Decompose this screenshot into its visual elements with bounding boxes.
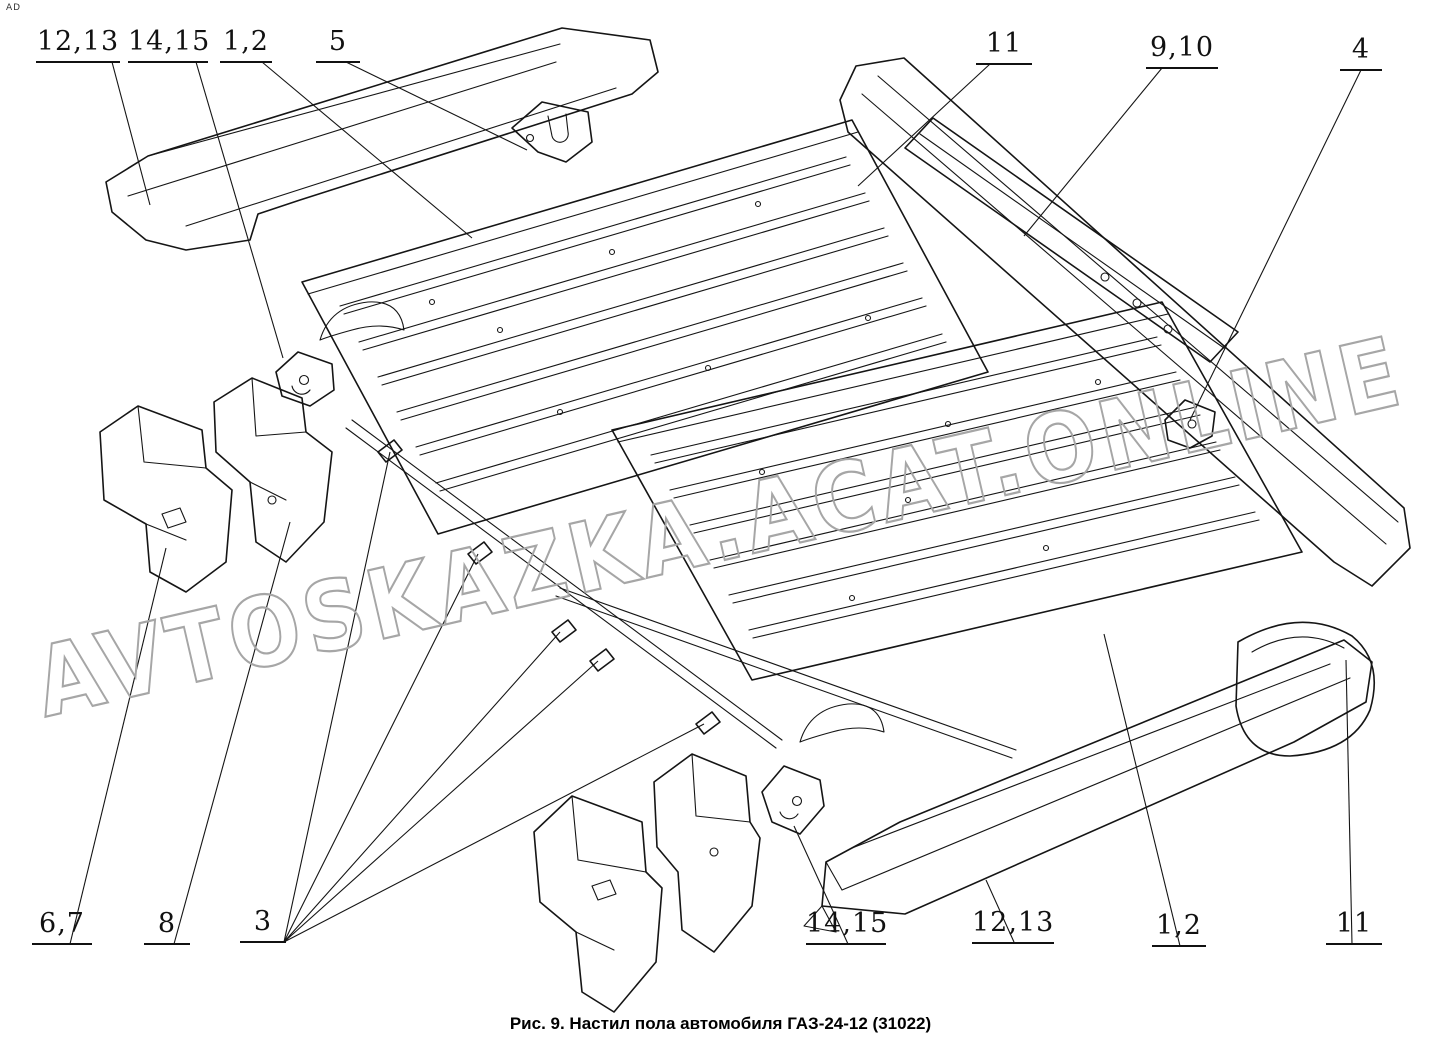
part-right-sill-crossmember: [839, 57, 1411, 587]
part-center-bracket-a: [533, 795, 663, 1013]
callout-top-4: 4: [1340, 35, 1382, 72]
callout-bottom-14-15: 14,15: [806, 909, 887, 946]
part-rear-floor-panel: [611, 301, 1303, 743]
watermark-text: AVTOSKAZKA.ACAT.ONLINE: [25, 315, 1414, 739]
callout-top-5: 5: [316, 27, 360, 64]
part-clamp-right: [1164, 399, 1216, 449]
part-clamp-front: [275, 351, 335, 407]
callout-top-11: 11: [976, 29, 1032, 66]
callout-bottom-3: 3: [240, 907, 286, 944]
part-sill-reinforcement: [904, 117, 1239, 363]
callout-top-9-10: 9,10: [1146, 33, 1218, 70]
part-left-bracket-a: [99, 405, 233, 593]
part-rear-corner-panel: [1235, 621, 1376, 757]
callout-top-14-15: 14,15: [128, 27, 209, 64]
callout-bottom-12-13: 12,13: [972, 908, 1054, 945]
callout-top-12-13: 12,13: [36, 27, 120, 64]
corner-mark: AD: [6, 3, 22, 13]
callout-bottom-6-7: 6,7: [32, 909, 92, 946]
callout-bottom-1-2: 1,2: [1152, 911, 1206, 948]
callout-top-1-2: 1,2: [220, 27, 272, 64]
callout-bottom-11: 11: [1326, 909, 1382, 946]
part-clamp-rear: [761, 765, 825, 835]
figure-caption: Рис. 9. Настил пола автомобиля ГАЗ-24-12…: [509, 1014, 932, 1033]
part-floor-rails: [345, 419, 1017, 759]
part-rear-sill: [803, 639, 1373, 933]
part-center-bracket-b: [653, 753, 761, 953]
part-toe-board-bracket: [511, 101, 593, 163]
leader-lines: [69, 61, 1362, 947]
callout-bottom-8: 8: [144, 909, 190, 946]
part-left-bracket-b: [213, 377, 333, 563]
